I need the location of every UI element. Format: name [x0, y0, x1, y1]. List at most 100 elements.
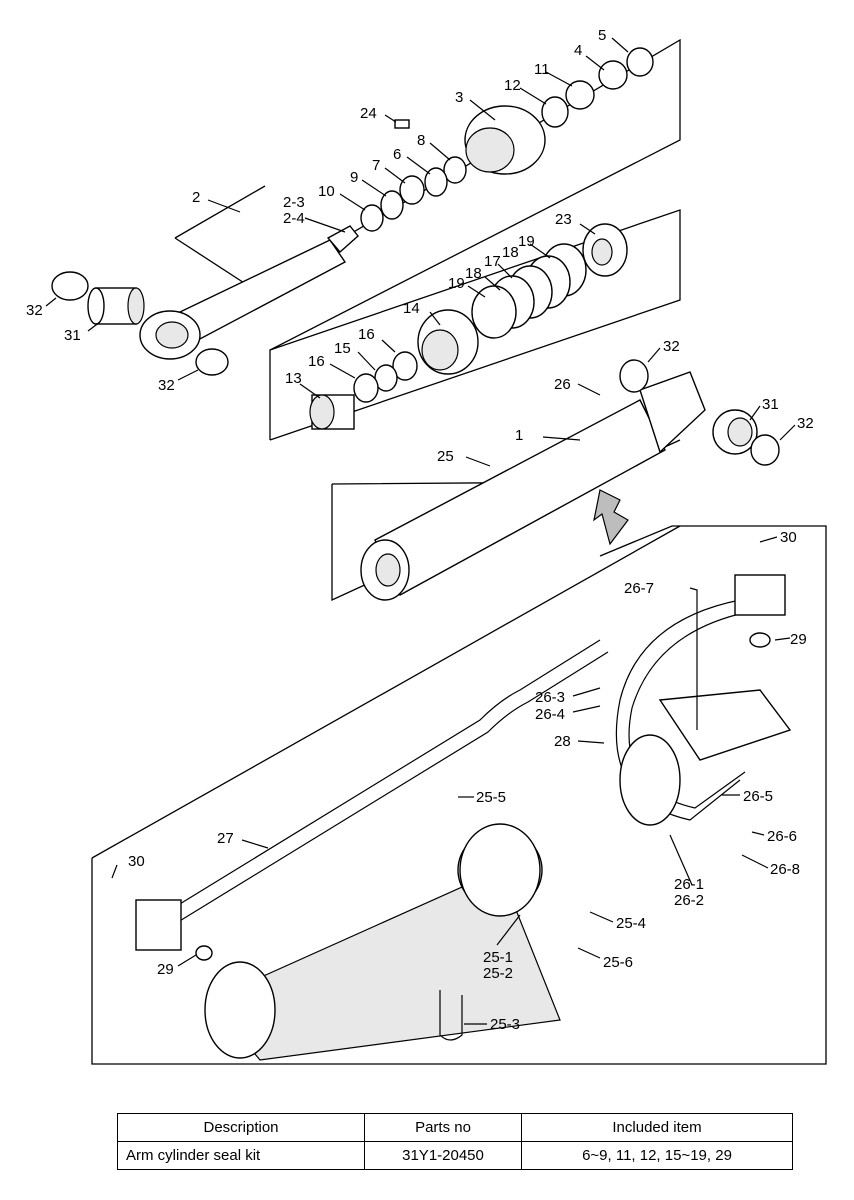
- callout-26: 26: [554, 376, 571, 393]
- detail-frame: [91, 525, 827, 1065]
- callout-27: 27: [217, 830, 234, 847]
- detail-arrow: [593, 489, 629, 546]
- header-parts-no: Parts no: [364, 1113, 522, 1142]
- callout-25-2: 25-2: [483, 965, 513, 982]
- piston-14: [417, 309, 479, 375]
- pipe-27-b: [177, 651, 609, 923]
- callout-28: 28: [554, 733, 571, 750]
- seal-8: [443, 156, 467, 184]
- callout-26-7: 26-7: [624, 580, 654, 597]
- bushing-4: [598, 60, 628, 90]
- callout-25-3: 25-3: [490, 1016, 520, 1033]
- seal-kit-table: Description Parts no Included item Arm c…: [117, 1113, 793, 1170]
- ubolt-25-3: [439, 990, 463, 1041]
- callout-16a: 16: [358, 326, 375, 343]
- ring-16b: [353, 373, 379, 403]
- callout-12: 12: [504, 77, 521, 94]
- callout-26-8: 26-8: [770, 861, 800, 878]
- callout-30a: 30: [128, 853, 145, 870]
- callout-25-4: 25-4: [616, 915, 646, 932]
- callout-1: 1: [515, 427, 523, 444]
- cylinder-tube-1: [360, 371, 706, 601]
- table-header-row: Description Parts no Included item: [117, 1113, 793, 1142]
- callout-3: 3: [455, 89, 463, 106]
- table-row: Arm cylinder seal kit 31Y1-20450 6~9, 11…: [117, 1141, 793, 1170]
- callout-25-6: 25-6: [603, 954, 633, 971]
- oring-29-right: [749, 632, 771, 648]
- clamp-25-detail: [459, 823, 541, 917]
- header-description: Description: [117, 1113, 365, 1142]
- callout-26-6: 26-6: [767, 828, 797, 845]
- callout-26-4: 26-4: [535, 706, 565, 723]
- callout-30b: 30: [780, 529, 797, 546]
- callout-32a: 32: [26, 302, 43, 319]
- callout-26-2: 26-2: [674, 892, 704, 909]
- callout-26-1: 26-1: [674, 876, 704, 893]
- piston-rod: [139, 225, 359, 360]
- callout-18a: 18: [502, 244, 519, 261]
- bushing-31-left: [87, 287, 145, 325]
- callout-2-4: 2-4: [283, 210, 305, 227]
- rod-cover-3: [464, 105, 546, 175]
- seal-11: [565, 80, 595, 110]
- header-included-item: Included item: [521, 1113, 793, 1142]
- seal-7: [399, 175, 425, 205]
- callout-15: 15: [334, 340, 351, 357]
- callout-11: 11: [534, 61, 550, 78]
- ring-16a: [392, 351, 418, 381]
- block-26-detail: [619, 689, 792, 826]
- callout-16b: 16: [308, 353, 325, 370]
- callout-32c: 32: [663, 338, 680, 355]
- callout-2-3: 2-3: [283, 194, 305, 211]
- ring-19b: [471, 285, 517, 339]
- callout-19a: 19: [518, 233, 535, 250]
- callout-14: 14: [403, 300, 420, 317]
- seal-32-left-a: [51, 271, 89, 301]
- callout-10: 10: [318, 183, 335, 200]
- nut-23: [582, 223, 628, 277]
- flange-30-right: [734, 574, 786, 616]
- cushion-ring-13: [309, 394, 355, 430]
- cell-description: Arm cylinder seal kit: [117, 1141, 365, 1170]
- callout-19b: 19: [448, 275, 465, 292]
- seal-6: [424, 167, 448, 197]
- seal-32-left-b: [195, 348, 229, 376]
- callout-25-5: 25-5: [476, 789, 506, 806]
- cell-included-item: 6~9, 11, 12, 15~19, 29: [521, 1141, 793, 1170]
- piston-group-frame: [269, 209, 681, 441]
- seal-12: [541, 96, 569, 128]
- callout-23: 23: [555, 211, 572, 228]
- flange-30-left: [135, 899, 182, 951]
- callout-29a: 29: [157, 961, 174, 978]
- bushing-31-right: [712, 409, 758, 455]
- seal-9: [380, 190, 404, 220]
- exploded-parts-diagram: 5 4 11 12 3 24 8 6 7 9 10 2 2-3 2-4 23 1…: [26, 27, 827, 1065]
- callout-4: 4: [574, 42, 582, 59]
- callout-5: 5: [598, 27, 606, 44]
- callout-18b: 18: [465, 265, 482, 282]
- callout-25-1: 25-1: [483, 949, 513, 966]
- callout-31b: 31: [762, 396, 779, 413]
- callout-32b: 32: [158, 377, 175, 394]
- screw-24: [394, 119, 410, 129]
- callout-7: 7: [372, 157, 380, 174]
- callout-31a: 31: [64, 327, 81, 344]
- leader-lines: [45, 37, 796, 1025]
- snap-ring-10: [360, 204, 384, 232]
- seal-32-right-a: [619, 359, 649, 393]
- callout-29b: 29: [790, 631, 807, 648]
- callout-32d: 32: [797, 415, 814, 432]
- callout-17: 17: [484, 253, 501, 270]
- callout-26-3: 26-3: [535, 689, 565, 706]
- callout-8: 8: [417, 132, 425, 149]
- callout-26-5: 26-5: [743, 788, 773, 805]
- pipe-27: [169, 639, 601, 911]
- callout-9: 9: [350, 169, 358, 186]
- callout-25: 25: [437, 448, 454, 465]
- oring-29-left: [195, 945, 213, 961]
- cell-parts-no: 31Y1-20450: [364, 1141, 522, 1170]
- callout-24: 24: [360, 105, 377, 122]
- seal-5: [626, 47, 654, 77]
- callout-2: 2: [192, 189, 200, 206]
- callout-13: 13: [285, 370, 302, 387]
